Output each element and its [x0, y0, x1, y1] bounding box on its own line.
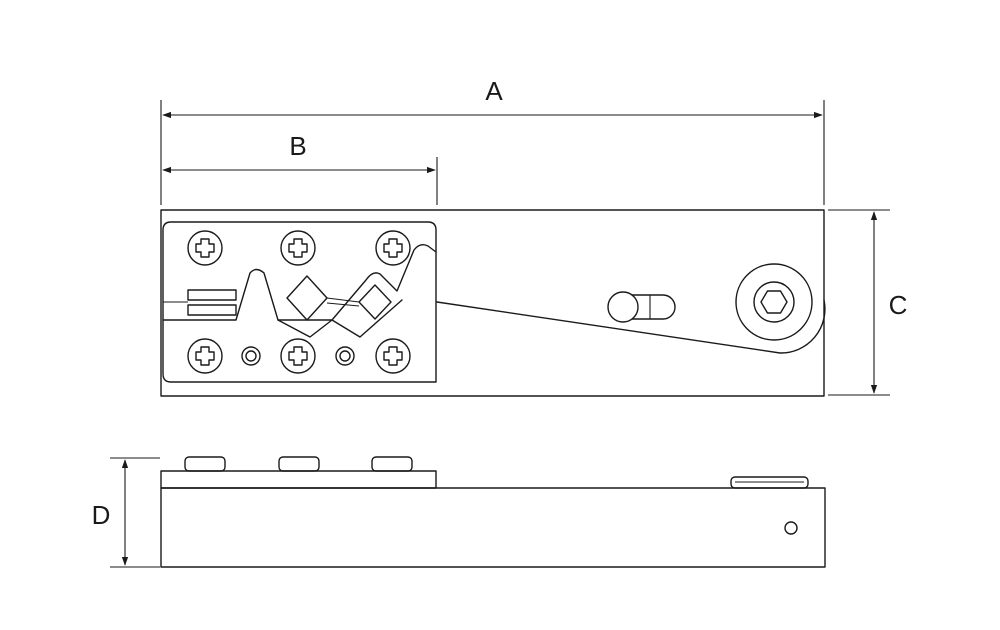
cross-screw-icon [187, 230, 223, 266]
guide-slot-lower [187, 304, 237, 316]
pin-hole-icon [241, 346, 261, 366]
latch-pin-head [607, 291, 639, 323]
cross-screw-icon [280, 230, 316, 266]
cross-screw-icon [187, 338, 223, 374]
blade-lever [436, 299, 826, 354]
side-view-screw-head-2 [278, 456, 320, 472]
side-view-base [160, 487, 826, 568]
crimp-channel-top [326, 297, 360, 303]
cross-screw-icon [375, 338, 411, 374]
crimp-channel-bottom [326, 302, 360, 307]
side-view-die-plate [160, 470, 437, 489]
side-view-pivot-hole [784, 521, 798, 535]
dimension-c: C [828, 209, 908, 396]
side-view [160, 456, 826, 568]
cross-screw-icon [375, 230, 411, 266]
dimension-d-label: D [92, 500, 111, 530]
dimension-d: D [92, 457, 160, 568]
cross-screw-icon [280, 338, 316, 374]
dimension-a: A [160, 76, 825, 205]
dimension-a-label: A [485, 76, 503, 106]
side-view-screw-head-1 [184, 456, 226, 472]
dimension-c-label: C [889, 290, 908, 320]
hex-screw-icon [735, 263, 813, 341]
crimp-diamond-small [358, 284, 392, 320]
crimp-diamond-large [286, 275, 328, 321]
pin-hole-icon [335, 346, 355, 366]
latch-pin [607, 291, 676, 323]
dimension-b: B [162, 131, 438, 205]
guide-slot-upper [187, 289, 237, 301]
side-view-screw-head-3 [371, 456, 413, 472]
die-inner-contour [277, 299, 403, 338]
side-view-hex-screw-head [730, 476, 809, 489]
latch-pin-slot [622, 294, 676, 320]
dimension-b-label: B [289, 131, 306, 161]
top-view [160, 209, 826, 397]
die-profile [162, 243, 437, 321]
